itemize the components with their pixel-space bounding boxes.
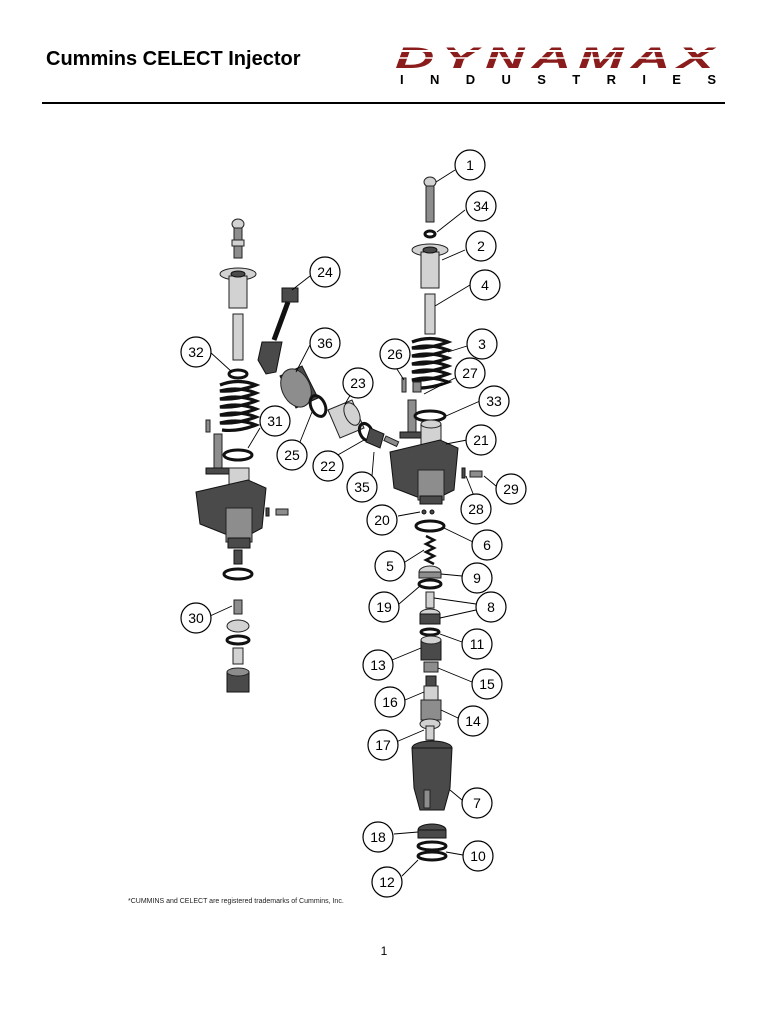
callout-26: 26: [379, 338, 411, 370]
svg-text:29: 29: [503, 481, 519, 497]
callouts: 1 34 2 4 24 36 3 26 32 23 27 33 31 25 22…: [180, 149, 527, 898]
dynamax-logo: DYNAMAX I N D U S T R I E S: [394, 44, 721, 87]
callout-18: 18: [362, 821, 394, 853]
callout-17: 17: [367, 729, 399, 761]
svg-text:8: 8: [487, 599, 495, 615]
svg-text:9: 9: [473, 570, 481, 586]
page-number: 1: [380, 944, 388, 958]
svg-text:3: 3: [478, 336, 486, 352]
exploded-parts-diagram: 1 34 2 4 24 36 3 26 32 23 27 33 31 25 22…: [180, 149, 527, 898]
callout-30: 30: [180, 602, 212, 634]
callout-9: 9: [461, 562, 493, 594]
svg-text:14: 14: [465, 713, 481, 729]
header-rule: [42, 102, 725, 104]
svg-text:17: 17: [375, 737, 391, 753]
logo-main-text: DYNAMAX: [395, 44, 721, 75]
callout-4: 4: [469, 269, 501, 301]
svg-text:33: 33: [486, 393, 502, 409]
svg-text:31: 31: [267, 413, 283, 429]
svg-text:12: 12: [379, 874, 395, 890]
callout-32: 32: [180, 336, 212, 368]
svg-text:7: 7: [473, 795, 481, 811]
callout-11: 11: [461, 628, 493, 660]
svg-text:19: 19: [376, 599, 392, 615]
callout-36: 36: [309, 327, 341, 359]
svg-text:32: 32: [188, 344, 204, 360]
svg-text:36: 36: [317, 335, 333, 351]
callout-29: 29: [495, 473, 527, 505]
callout-7: 7: [461, 787, 493, 819]
callout-24: 24: [309, 256, 341, 288]
callout-34: 34: [465, 190, 497, 222]
callout-28: 28: [460, 493, 492, 525]
svg-text:20: 20: [374, 512, 390, 528]
svg-text:18: 18: [370, 829, 386, 845]
svg-text:26: 26: [387, 346, 403, 362]
svg-text:23: 23: [350, 375, 366, 391]
callout-14: 14: [457, 705, 489, 737]
trademark-footnote: *CUMMINS and CELECT are registered trade…: [128, 898, 344, 905]
svg-text:34: 34: [473, 198, 489, 214]
svg-text:4: 4: [481, 277, 489, 293]
svg-text:30: 30: [188, 610, 204, 626]
callout-8: 8: [475, 591, 507, 623]
svg-text:22: 22: [320, 458, 336, 474]
leader-lines: [209, 169, 497, 877]
callout-20: 20: [366, 504, 398, 536]
callout-25: 25: [276, 439, 308, 471]
svg-text:1: 1: [466, 157, 474, 173]
callout-10: 10: [462, 840, 494, 872]
svg-text:5: 5: [386, 558, 394, 574]
callout-3: 3: [466, 328, 498, 360]
callout-16: 16: [374, 686, 406, 718]
svg-text:28: 28: [468, 501, 484, 517]
callout-33: 33: [478, 385, 510, 417]
callout-19: 19: [368, 591, 400, 623]
svg-text:24: 24: [317, 264, 333, 280]
callout-15: 15: [471, 668, 503, 700]
callout-2: 2: [465, 230, 497, 262]
svg-text:35: 35: [354, 479, 370, 495]
callout-31: 31: [259, 405, 291, 437]
callout-35: 35: [346, 471, 378, 503]
svg-text:25: 25: [284, 447, 300, 463]
callout-1: 1: [454, 149, 486, 181]
svg-text:11: 11: [470, 636, 485, 652]
svg-text:10: 10: [470, 848, 486, 864]
callout-6: 6: [471, 529, 503, 561]
page-title: Cummins CELECT Injector: [46, 48, 301, 70]
svg-text:21: 21: [473, 432, 489, 448]
svg-text:2: 2: [477, 238, 485, 254]
callout-21: 21: [465, 424, 497, 456]
svg-text:15: 15: [479, 676, 495, 692]
callout-27: 27: [454, 357, 486, 389]
callout-12: 12: [371, 866, 403, 898]
svg-text:6: 6: [483, 537, 491, 553]
page-header: Cummins CELECT Injector DYNAMAX I N D U …: [0, 0, 768, 110]
right-assembly: [389, 176, 483, 862]
callout-22: 22: [312, 450, 344, 482]
svg-text:13: 13: [370, 657, 386, 673]
callout-5: 5: [374, 550, 406, 582]
svg-text:27: 27: [462, 365, 478, 381]
callout-23: 23: [342, 367, 374, 399]
left-assembly: [195, 218, 400, 693]
callout-13: 13: [362, 649, 394, 681]
svg-text:16: 16: [382, 694, 398, 710]
